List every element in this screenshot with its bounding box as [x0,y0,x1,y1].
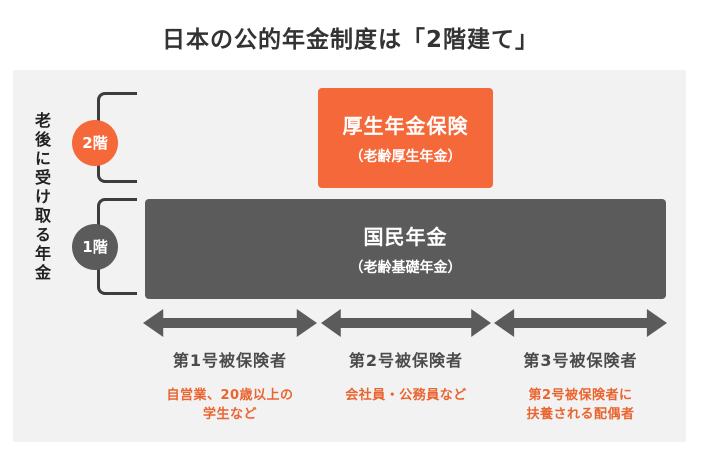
category2-description: 会社員・公務員など [345,388,467,403]
tier1-box-kokumin-nenkin: 国民年金 （老齢基礎年金） [145,199,666,299]
category2-label: 第2号被保険者 [348,351,464,370]
category3-column: 第3号被保険者 第2号被保険者に 扶養される配偶者 [494,347,667,425]
tier1-box-subtitle: （老齢基礎年金） [349,260,462,276]
tier2-box-kosei-nenkin: 厚生年金保険 （老齢厚生年金） [318,88,493,188]
category3-label: 第3号被保険者 [523,351,638,370]
side-label-vertical: 老後に受け取る年金 [32,112,51,283]
tier2-badge: 2階 [72,120,118,166]
diagram-panel: 老後に受け取る年金 2階 厚生年金保険 （老齢厚生年金） 1階 国民年金 （老齢… [13,70,686,442]
category3-description: 第2号被保険者に 扶養される配偶者 [526,388,635,422]
category3-range-arrow-icon [494,309,667,337]
category2-column: 第2号被保険者 会社員・公務員など [321,347,491,406]
category2-range-arrow-icon [321,309,491,337]
tier1-box-title: 国民年金 [363,225,448,249]
tier1-badge: 1階 [72,224,118,270]
category1-description: 自営業、20歳以上の 学生など [166,388,294,422]
category1-label: 第1号被保険者 [172,351,288,370]
category1-range-arrow-icon [143,309,317,337]
page-title: 日本の公的年金制度は「2階建て」 [161,27,539,53]
tier2-box-title: 厚生年金保険 [342,114,469,138]
tier2-box-subtitle: （老齢厚生年金） [349,149,462,165]
category1-column: 第1号被保険者 自営業、20歳以上の 学生など [143,347,317,425]
